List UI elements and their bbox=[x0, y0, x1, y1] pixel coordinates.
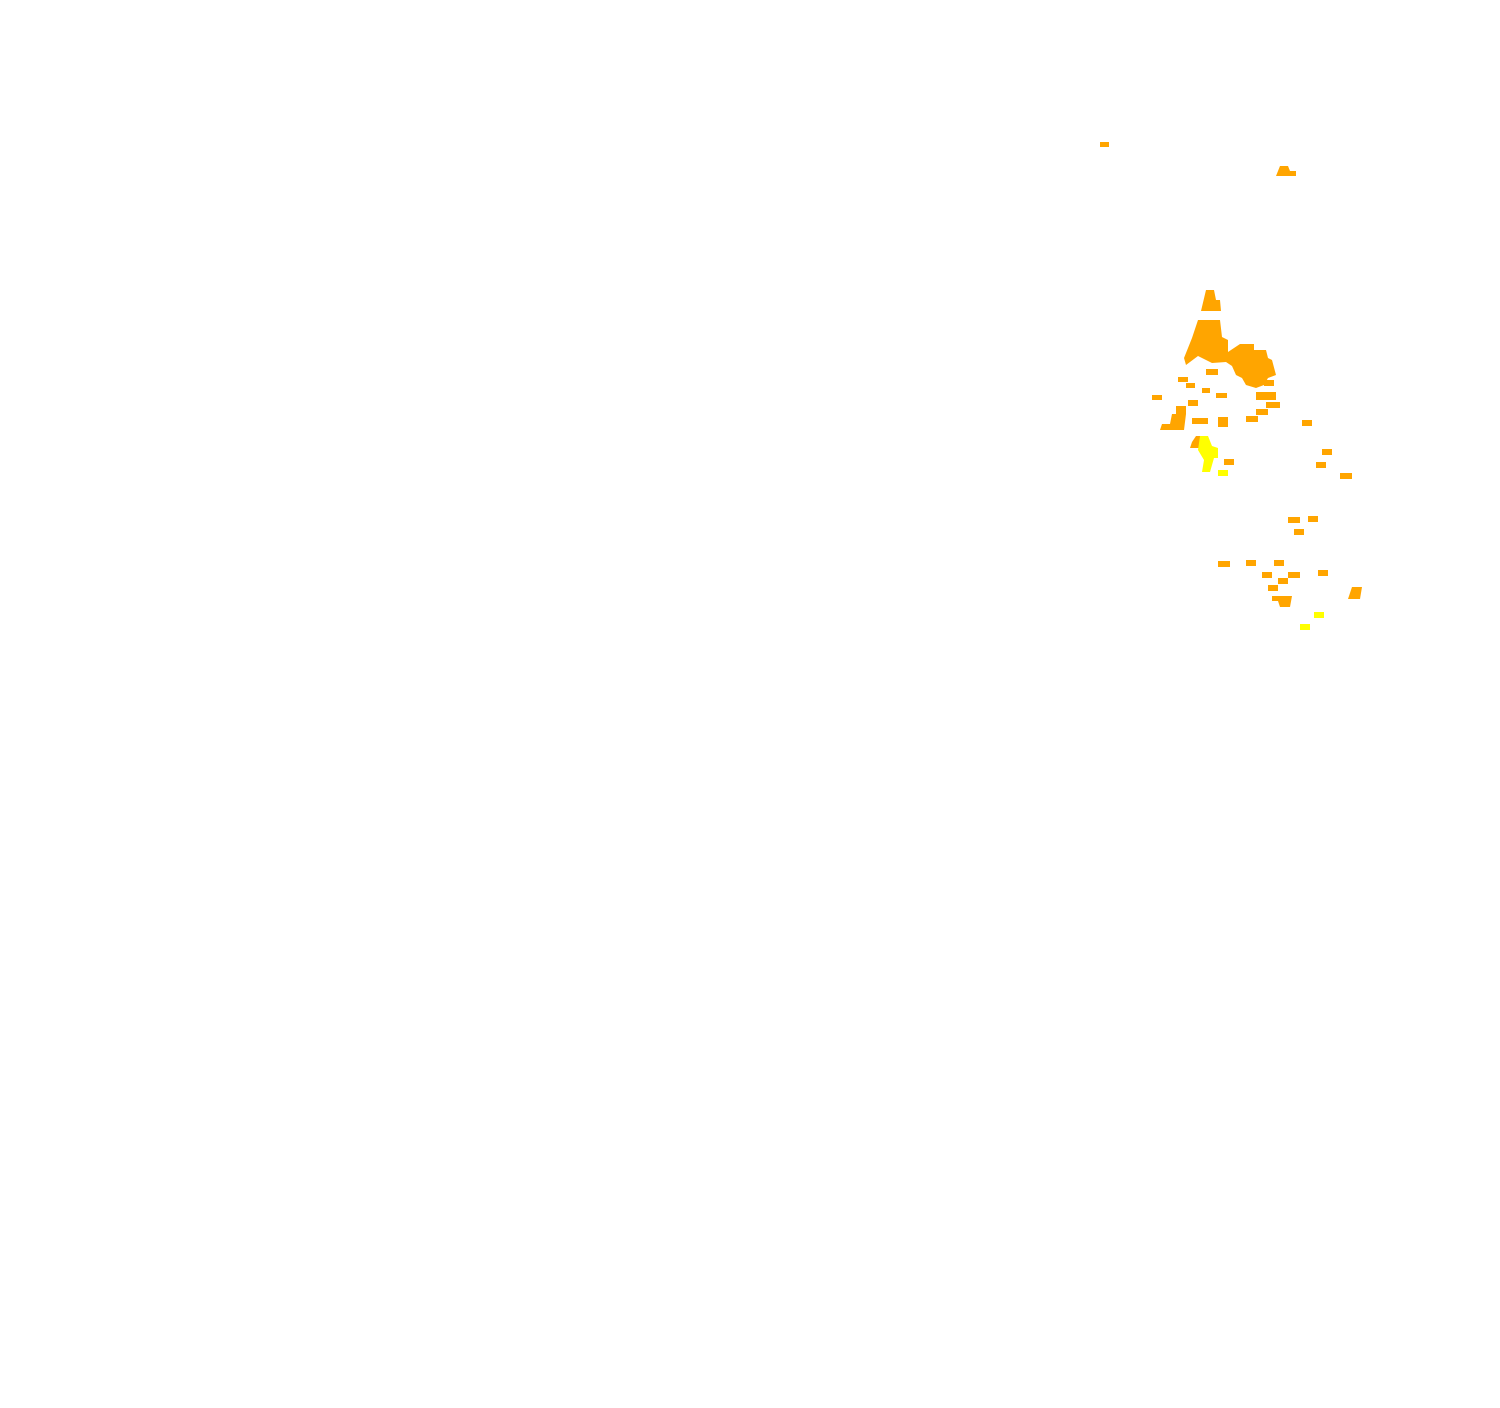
raster-cell bbox=[1348, 587, 1362, 599]
raster-cell bbox=[1340, 473, 1352, 479]
raster-cell bbox=[1188, 400, 1198, 406]
raster-cell bbox=[1152, 395, 1162, 400]
raster-cell bbox=[1308, 516, 1318, 522]
raster-cell bbox=[1272, 596, 1292, 607]
raster-cell bbox=[1192, 418, 1208, 424]
raster-cell bbox=[1176, 406, 1186, 414]
raster-cell bbox=[1264, 380, 1274, 386]
raster-cell bbox=[1316, 462, 1326, 468]
raster-cell bbox=[1288, 517, 1300, 523]
raster-cell bbox=[1276, 166, 1296, 176]
raster-cell bbox=[1318, 570, 1328, 576]
raster-cell bbox=[1186, 383, 1195, 388]
raster-cell bbox=[1160, 414, 1186, 430]
yellow-cells bbox=[1198, 436, 1324, 630]
raster-cell bbox=[1246, 560, 1256, 566]
raster-cell bbox=[1216, 393, 1227, 398]
raster-cell bbox=[1218, 470, 1228, 476]
raster-cell bbox=[1266, 402, 1280, 408]
raster-cell bbox=[1300, 624, 1310, 630]
raster-cell bbox=[1278, 578, 1288, 584]
raster-cell bbox=[1274, 560, 1284, 566]
raster-cell bbox=[1314, 612, 1324, 618]
raster-cell bbox=[1198, 436, 1218, 472]
raster-cell bbox=[1184, 320, 1276, 388]
raster-cell bbox=[1202, 388, 1210, 393]
raster-cell bbox=[1294, 529, 1304, 535]
orange-cells bbox=[1100, 142, 1362, 607]
raster-cell bbox=[1224, 459, 1234, 465]
raster-cell bbox=[1288, 572, 1300, 578]
raster-cell bbox=[1178, 377, 1188, 382]
raster-cell bbox=[1268, 585, 1278, 591]
raster-cell bbox=[1256, 392, 1276, 400]
raster-cell bbox=[1256, 409, 1268, 415]
raster-cell bbox=[1262, 572, 1272, 578]
raster-cell bbox=[1322, 449, 1332, 455]
raster-cell bbox=[1246, 416, 1258, 422]
raster-cell bbox=[1218, 561, 1230, 567]
raster-cell bbox=[1100, 142, 1109, 147]
raster-cell bbox=[1206, 369, 1218, 375]
raster-cell bbox=[1302, 420, 1312, 426]
raster-cell bbox=[1201, 290, 1221, 311]
raster-cell bbox=[1218, 417, 1228, 427]
